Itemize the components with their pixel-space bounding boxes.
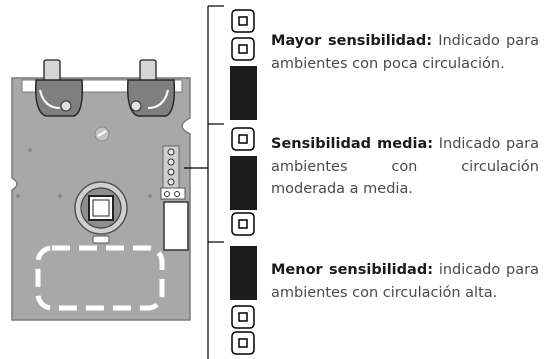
- text-low: indicado para ambientes con circulación …: [271, 262, 539, 301]
- description-medium: Sensibilidad media: Indicado para ambien…: [271, 133, 539, 201]
- text-medium: Indicado para ambientes con circulación …: [271, 136, 539, 197]
- jumper-low-sensitivity: [230, 246, 257, 355]
- screw-hole: [94, 126, 110, 142]
- text-high: Indicado para ambientes con poca circula…: [271, 33, 539, 72]
- jumper-pin-header: [160, 145, 186, 200]
- component-slot: [163, 201, 189, 251]
- jumper-high-sensitivity: [230, 9, 257, 120]
- heading-medium: Sensibilidad media:: [271, 136, 434, 152]
- battery-outline: [35, 245, 165, 311]
- dot: [16, 194, 20, 198]
- description-low: Menor sensibilidad: indicado para ambien…: [271, 259, 539, 304]
- jumper-medium-sensitivity: [230, 127, 257, 236]
- bracket: [207, 5, 224, 359]
- heading-low: Menor sensibilidad:: [271, 262, 433, 278]
- battery-clip-right: [126, 59, 176, 117]
- dot: [28, 148, 32, 152]
- heading-high: Mayor sensibilidad:: [271, 33, 432, 49]
- pir-sensor: [74, 181, 128, 244]
- battery-clip-left: [34, 59, 84, 117]
- dot: [148, 194, 152, 198]
- description-high: Mayor sensibilidad: Indicado para ambien…: [271, 30, 539, 75]
- dot: [58, 194, 62, 198]
